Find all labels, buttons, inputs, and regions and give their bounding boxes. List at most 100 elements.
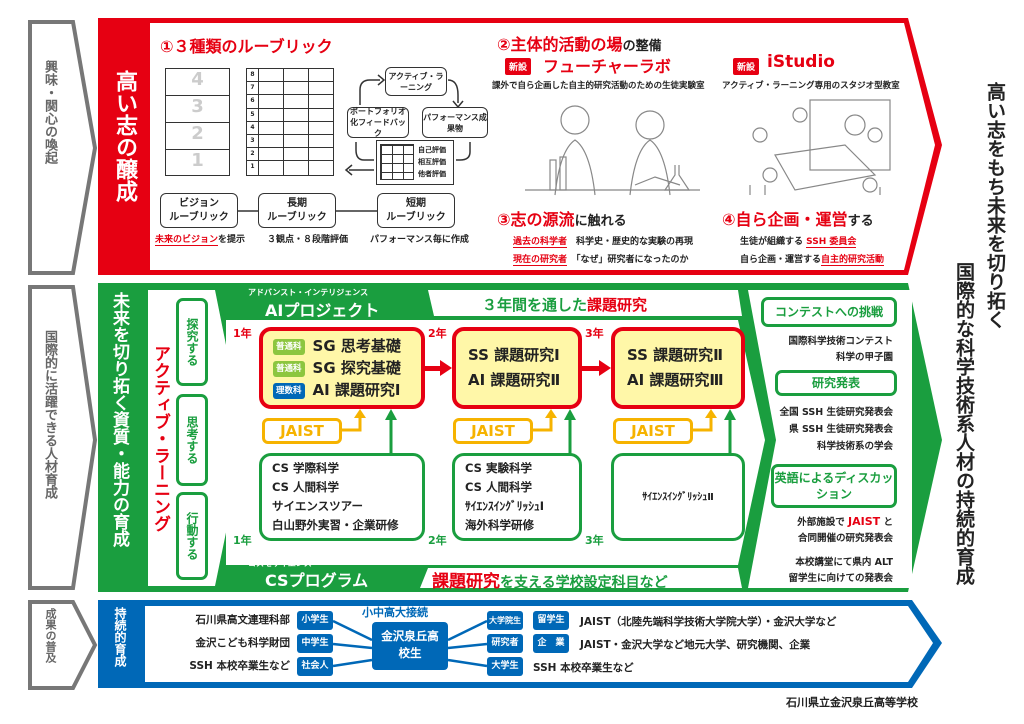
badge-company: 企 業 [533,634,569,653]
presentation-item: 全国 SSH 生徒研究発表会 [779,407,893,418]
rubric-cell [284,108,309,121]
future-lab-desc: 課外で自ら企画した自主的研究活動のための生徒実験室 [492,81,705,91]
rubric-level-label: 7 [247,82,259,95]
rubric-cell [284,121,309,134]
action-inquire: 探究する [176,298,208,386]
course-name: AI 課題研究Ⅱ [468,371,561,389]
cs-item: CS 学際科学 [272,461,339,475]
rubric-row: 5 [247,108,333,122]
rubric-row: 2 [247,148,333,162]
rubric-cell [309,109,333,121]
english-item: 合同開催の研究発表会 [797,533,893,544]
badge-researcher: 研究者 [487,634,523,653]
cs-year2-box: CS 実験科学 CS 人間科学 ｻｲｴﾝｽｲﾝｸﾞﾘｯｼｭⅠ 海外科学研修 [452,453,582,541]
cycle-portfolio: ポートフォリオ化フィードバック [347,107,409,138]
contest-item: 国際科学技術コンテスト [788,336,893,347]
contest-tab: コンテストへの挑戦 [761,297,897,327]
rubric-cell [284,69,309,82]
origin-heading: ③志の源流に触れる [497,210,627,229]
badge-adult: 社会人 [297,657,333,676]
badge-elementary: 小学生 [297,611,333,630]
left-arrow-label-spread: 成果の普及 [44,608,57,663]
jaist-box: JAIST [453,418,533,444]
rubric-cell [309,69,333,81]
istudio-desc: アクティブ・ラーニング専用のスタジオ型教室 [722,81,900,91]
rubric-cell [259,121,284,134]
left-arrow-label-interest: 興味・関心の喚起 [42,60,57,164]
support-subjects: 課題研究を支える学校設定科目など [432,572,668,592]
year-label: 3年 [585,327,604,340]
course-name: AI 課題研究Ⅲ [627,371,724,389]
cs-item: ｻｲｴﾝｽｲﾝｸﾞﾘｯｼｭⅠ [465,499,545,513]
right-text: SSH 本校卒業生など [533,662,634,674]
rubric-row: 7 [247,82,333,96]
left-orgs: 石川県高文連理科部 金沢こども科学財団 SSH 本校卒業生など [150,612,290,680]
year-label: 3年 [585,534,604,547]
lab-illustration [525,105,700,196]
cs-item: CS 人間科学 [272,480,339,494]
presentation-item: 県 SSH 生徒研究発表会 [789,424,893,435]
rubric-level-label: 5 [247,108,259,121]
blue-side-title: 持続的育成 [113,607,127,667]
rubric-cell [259,161,284,175]
red-side-title: 高い志の醸成 [112,70,137,202]
cs-program-title: CSプログラム [265,571,369,590]
connect-heading: 小中高大接続 [362,606,428,619]
rubric-cell [259,69,284,82]
right-title-2: 国際的な科学技術系人材の持続的育成 [953,262,975,585]
year-label: 1年 [233,327,252,340]
badge-junior-high: 中学生 [297,634,333,653]
level-label: 3 [166,96,229,123]
cs-item: CS 人間科学 [465,480,532,494]
self-heading: ④自ら企画・運営する [722,210,874,229]
rubric-row: 6 [247,95,333,109]
rubric-cell [284,134,309,148]
istudio-title: iStudio [767,52,835,72]
short-term-caption: パフォーマンス毎に作成 [370,235,469,245]
cs-item: 海外科学研修 [465,518,534,532]
cs-item: ｻｲｴﾝｽｲﾝｸﾞﾘｯｼｭⅡ [642,491,714,503]
badge-university: 大学生 [487,657,523,676]
rubric-level-label: 2 [247,148,259,161]
english-item: 本校講堂にて県内 ALT [795,557,893,568]
self-row-1: 生徒が組織する SSH 委員会 [740,237,857,248]
presentation-list: 全国 SSH 生徒研究発表会 県 SSH 生徒研究発表会 科学技術系の学会 [760,404,893,459]
origin-row: 現在の研究者 「なぜ」研究者になったのか [513,255,689,266]
contest-list: 国際科学技術コンテスト 科学の甲子園 [760,333,893,373]
rubric-4-level: 4 3 2 1 [165,68,230,176]
cycle-performance: パフォーマンス成果物 [422,107,488,138]
center-student-box: 金沢泉丘高校生 [372,622,448,670]
english-list: 外部施設で JAIST と 合同開催の研究発表会 本校講堂にて県内 ALT 留学… [760,514,893,584]
rubric-heading: ①３種類のルーブリック [160,37,333,56]
rubric-row: 1 [247,161,333,175]
rubric-level-label: 1 [247,161,259,175]
english-discussion-tab: 英語によるディスカッション [771,464,897,508]
level-label: 1 [191,150,204,171]
self-row-2: 自ら企画・運営する自主的研究活動 [740,255,885,266]
rubric-cell [309,122,333,134]
rubric-row: 3 [247,134,333,149]
year-label: 1年 [233,534,252,547]
left-arrow-3 [28,600,98,690]
action-think: 思考する [176,394,208,486]
rubric-cell [284,161,309,175]
rubric-level-label: 4 [247,121,259,134]
school-name: 石川県立金沢泉丘高等学校 [786,696,918,709]
rubric-cell [309,95,333,107]
short-term-rubric-box: 短期ルーブリック [377,193,455,228]
rubric-cell [284,82,309,95]
rubric-cell [284,95,309,108]
new-badge: 新設 [505,58,532,75]
left-arrow-1 [28,20,98,275]
jaist-box: JAIST [262,418,342,444]
rubric-cell [259,108,284,121]
active-learning-label: アクティブ・ラーニング [150,345,170,532]
badge-intl-student: 留学生 [533,611,569,630]
cs-year1-box: CS 学際科学 CS 人間科学 サイエンスツアー 白山野外実習・企業研修 [259,453,425,541]
cs-item: CS 実験科学 [465,461,532,475]
places-heading: ②主体的活動の場の整備 [497,35,662,54]
